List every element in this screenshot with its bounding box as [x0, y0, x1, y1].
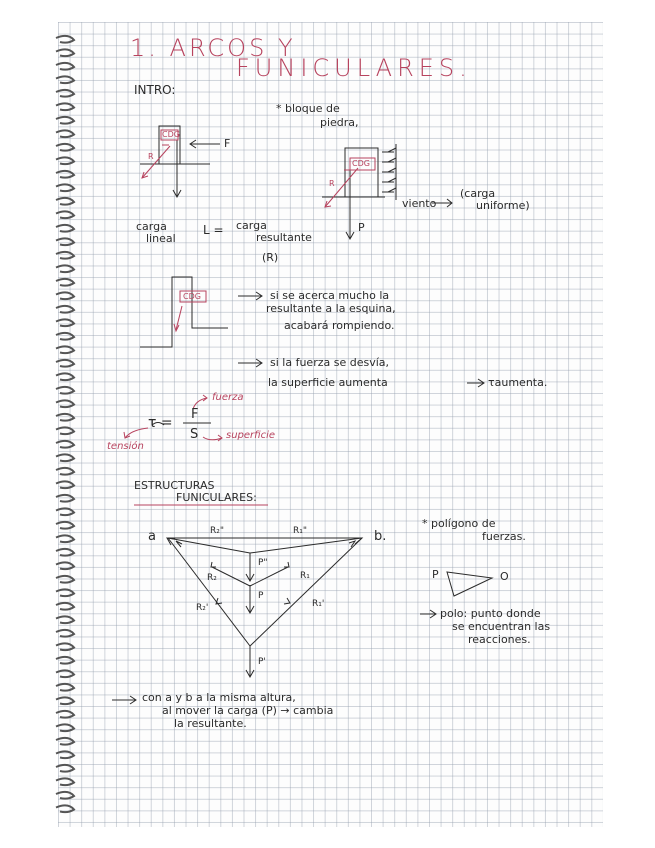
funicular-heading-line-2: FUNICULARES: — [176, 492, 257, 503]
label-p-prime: P' — [258, 658, 266, 667]
bottom-arrow — [112, 696, 136, 704]
force-label: F — [224, 138, 230, 149]
formula-l-equals: L = — [203, 224, 224, 236]
polygon-note-line-1: * polígono de — [422, 518, 495, 529]
polygon-p-label: P — [432, 569, 439, 580]
polygon-o-label: O — [500, 571, 509, 582]
r-label-left: R — [148, 153, 154, 161]
tau-equals: τ = — [148, 416, 173, 430]
funicular-heading-line-1: ESTRUCTURAS — [134, 480, 215, 491]
carga-note-line-1: (carga — [460, 188, 495, 199]
block-diagram-right — [322, 144, 452, 239]
corner-note-line-1: si se acerca mucho la — [270, 290, 389, 301]
label-p-double-prime: P" — [258, 559, 268, 568]
point-a-label: a — [148, 530, 156, 543]
r-label-right: R — [329, 180, 335, 188]
formula-lineal: lineal — [146, 233, 176, 244]
label-r1-double-prime: R₁" — [293, 527, 307, 536]
fraction-numerator: F — [191, 408, 198, 421]
polo-line-1: polo: punto donde — [440, 608, 541, 619]
label-r1-prime: R₁' — [312, 600, 324, 609]
polo-line-3: reacciones. — [468, 634, 531, 645]
block-diagram-left — [140, 126, 220, 197]
bottom-note-line-1: con a y b a la misma altura, — [142, 692, 296, 703]
stress-red-arrows — [124, 395, 222, 441]
formula-carga: carga — [136, 221, 167, 232]
corner-note-line-2: resultante a la esquina, — [266, 303, 396, 314]
stress-note-line-2: la superficie aumenta — [268, 377, 388, 388]
wind-label: viento — [402, 198, 436, 209]
formula-r: (R) — [262, 252, 278, 263]
corner-note-line-3: acabará rompiendo. — [284, 320, 395, 331]
bottom-note-line-2: al mover la carga (P) → cambia — [162, 705, 333, 716]
superficie-label: superficie — [226, 431, 275, 441]
cdg-label-right: CDG — [352, 160, 370, 168]
cdg-label-left: CDG — [162, 131, 180, 139]
polo-line-2: se encuentran las — [452, 621, 550, 632]
formula-carga-right: carga — [236, 220, 267, 231]
fraction-denominator: S — [190, 428, 198, 441]
polygon-note-line-2: fuerzas. — [482, 531, 526, 542]
label-r2-double-prime: R₂" — [210, 527, 224, 536]
label-r2: R₂ — [207, 574, 217, 583]
formula-resultante: resultante — [256, 232, 312, 243]
stress-note-line-2-end: τaumenta. — [488, 377, 547, 388]
label-r2-prime: R₂' — [196, 604, 208, 613]
label-r1: R₁ — [300, 572, 310, 581]
tension-label: tensión — [107, 442, 144, 452]
cdg-label-corner: CDG — [183, 293, 201, 301]
fuerza-label: fuerza — [212, 393, 244, 403]
p-label-intro: P — [358, 222, 365, 233]
bottom-note-line-3: la resultante. — [174, 718, 247, 729]
label-p: P — [258, 592, 263, 601]
point-b-label: b. — [374, 530, 386, 543]
stress-note-line-1: si la fuerza se desvía, — [270, 357, 389, 368]
carga-note-line-2: uniforme) — [476, 200, 530, 211]
